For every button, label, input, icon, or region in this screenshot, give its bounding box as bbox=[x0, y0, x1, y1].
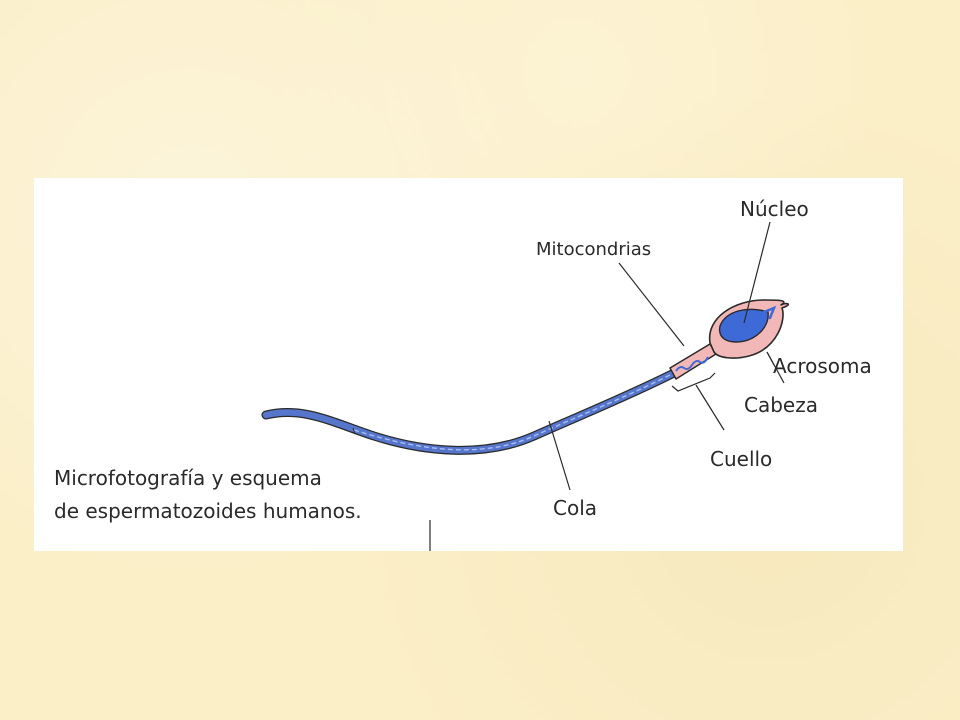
label-cabeza: Cabeza bbox=[744, 393, 818, 417]
bracket-cuello bbox=[671, 372, 716, 392]
leader-nucleo bbox=[743, 221, 771, 324]
leader-cuello bbox=[695, 384, 725, 431]
label-mitocondrias: Mitocondrias bbox=[536, 239, 651, 260]
leader-cabeza bbox=[766, 351, 785, 384]
sperm-midpiece bbox=[669, 343, 717, 380]
caption-line-2: de espermatozoides humanos. bbox=[54, 499, 362, 523]
label-nucleo: Núcleo bbox=[740, 197, 809, 221]
leader-lines bbox=[429, 221, 785, 551]
sperm-head bbox=[708, 299, 790, 359]
caption-line-1: Microfotografía y esquema bbox=[54, 466, 322, 490]
diagram-panel: Núcleo Mitocondrias Acrosoma Cabeza Cuel… bbox=[34, 178, 903, 551]
label-acrosoma: Acrosoma bbox=[773, 354, 872, 378]
label-cuello: Cuello bbox=[710, 447, 772, 471]
label-cola: Cola bbox=[553, 496, 597, 520]
leader-cola bbox=[548, 420, 571, 491]
sperm-diagram: Núcleo Mitocondrias Acrosoma Cabeza Cuel… bbox=[54, 197, 872, 551]
leader-mitocondrias bbox=[618, 262, 685, 347]
sperm-tail bbox=[261, 368, 679, 455]
